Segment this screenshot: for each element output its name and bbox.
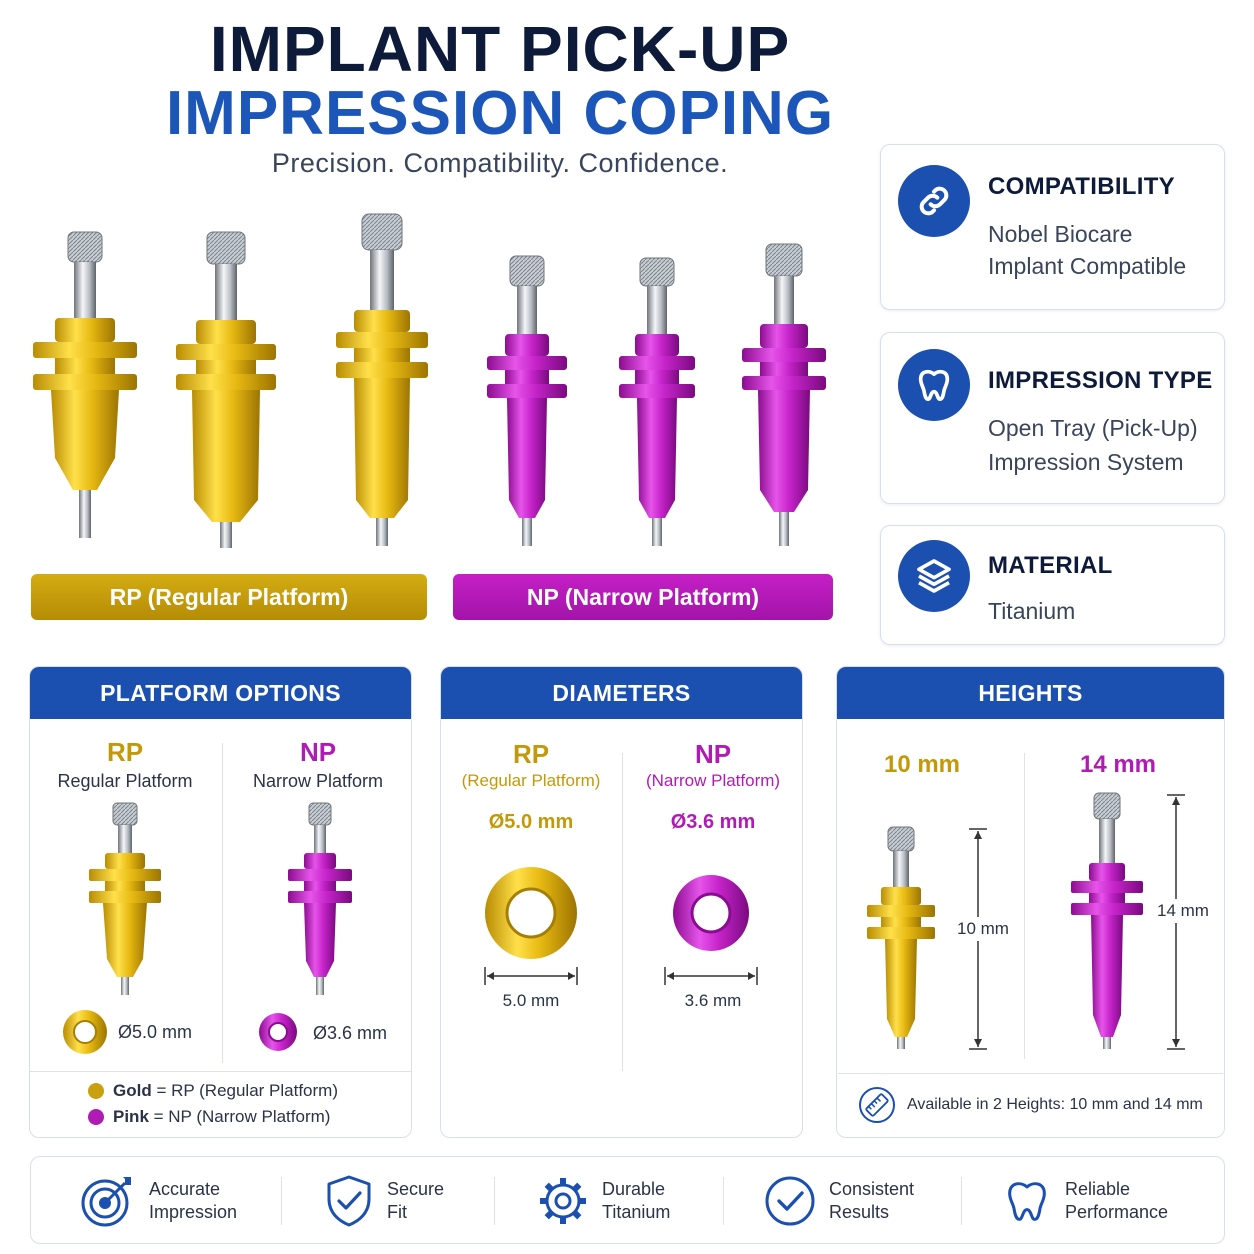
legend-gold: Gold = RP (Regular Platform) bbox=[88, 1081, 338, 1101]
feature-line: Impression bbox=[149, 1202, 238, 1222]
heights-note-text: Available in 2 Heights: 10 mm and 14 mm bbox=[907, 1096, 1203, 1113]
legend-gold-word: Gold bbox=[113, 1081, 152, 1100]
feature-line: Consistent bbox=[829, 1179, 915, 1199]
tall-height-measure: 14 mm bbox=[1157, 899, 1209, 923]
np-name: (Narrow Platform) bbox=[645, 771, 781, 790]
spec-line: Impression System bbox=[988, 449, 1184, 475]
spec-title: COMPATIBILITY bbox=[988, 173, 1175, 200]
feature-reliable-performance: Reliable Performance bbox=[1001, 1157, 1168, 1245]
rp-name: (Regular Platform) bbox=[461, 771, 601, 790]
pink-dot bbox=[88, 1109, 104, 1125]
np-platform-label: NP (Narrow Platform) bbox=[453, 574, 833, 620]
legend-gold-eq: = RP bbox=[151, 1081, 200, 1100]
feature-line: Durable bbox=[602, 1179, 666, 1199]
feature-text: Accurate Impression bbox=[149, 1178, 237, 1224]
np-ring-image bbox=[673, 875, 749, 951]
rp-coping-image bbox=[89, 802, 161, 995]
feature-text: Consistent Results bbox=[829, 1178, 914, 1224]
short-height-label: 10 mm bbox=[883, 751, 961, 778]
spec-card-impression-type: IMPRESSION TYPE Open Tray (Pick-Up) Impr… bbox=[880, 332, 1225, 504]
rp-measure: 5.0 mm bbox=[502, 991, 560, 1010]
spec-title: IMPRESSION TYPE bbox=[988, 367, 1213, 394]
title-line-1: IMPLANT PICK-UP bbox=[209, 13, 791, 85]
gear-icon bbox=[540, 1178, 586, 1224]
legend-gold-desc: (Regular Platform) bbox=[199, 1081, 338, 1100]
np-value: Ø3.6 mm bbox=[670, 811, 756, 833]
feature-line: Reliable bbox=[1065, 1179, 1131, 1199]
spec-line: Open Tray (Pick-Up) bbox=[988, 415, 1198, 441]
check-circle-icon bbox=[765, 1176, 815, 1226]
np-coping-3 bbox=[742, 243, 826, 546]
tooth-icon bbox=[1008, 1182, 1046, 1221]
rp-code: RP bbox=[512, 739, 550, 769]
product-copings-image bbox=[33, 213, 826, 548]
legend-pink: Pink = NP (Narrow Platform) bbox=[88, 1107, 330, 1127]
np-diameter: Ø3.6 mm bbox=[313, 1023, 388, 1043]
spec-card-compatibility: COMPATIBILITY Nobel Biocare Implant Comp… bbox=[880, 144, 1225, 310]
feature-secure-fit: Secure Fit bbox=[323, 1157, 444, 1245]
rp-ring-image bbox=[485, 867, 577, 959]
short-height-measure: 10 mm bbox=[957, 917, 1009, 941]
np-name: Narrow Platform bbox=[252, 771, 384, 791]
tagline: Precision. Compatibility. Confidence. bbox=[271, 148, 729, 178]
feature-text: Durable Titanium bbox=[602, 1178, 670, 1224]
spec-card-material: MATERIAL Titanium bbox=[880, 525, 1225, 645]
panel-heading: DIAMETERS bbox=[441, 667, 802, 719]
target-icon bbox=[81, 1177, 131, 1227]
spec-line: Implant Compatible bbox=[988, 253, 1187, 279]
feature-line: Fit bbox=[387, 1202, 407, 1222]
spec-line: Titanium bbox=[988, 598, 1076, 624]
rp-measure-arrow bbox=[484, 967, 578, 985]
np-measure-arrow bbox=[664, 967, 758, 985]
tooth-icon bbox=[898, 349, 970, 421]
feature-bar: Accurate Impression Secure Fit Durable bbox=[30, 1156, 1225, 1244]
panel-heading: HEIGHTS bbox=[837, 667, 1224, 719]
heights-panel: HEIGHTS 10 mm 10 mm 14 mm 14 mm bbox=[836, 666, 1225, 1138]
rp-name: Regular Platform bbox=[57, 771, 193, 791]
np-measure: 3.6 mm bbox=[684, 991, 742, 1010]
rp-platform-label: RP (Regular Platform) bbox=[31, 574, 427, 620]
feature-text: Secure Fit bbox=[387, 1178, 444, 1224]
platform-options-panel: PLATFORM OPTIONS RP Regular Platform Ø5.… bbox=[29, 666, 412, 1138]
feature-text: Reliable Performance bbox=[1065, 1178, 1168, 1224]
spec-line: Nobel Biocare bbox=[988, 221, 1133, 247]
legend-pink-eq: = NP bbox=[148, 1107, 197, 1126]
np-code: NP bbox=[299, 737, 337, 767]
feature-durable-titanium: Durable Titanium bbox=[536, 1157, 670, 1245]
feature-consistent-results: Consistent Results bbox=[763, 1157, 914, 1245]
feature-line: Secure bbox=[387, 1179, 445, 1199]
rp-coping-2 bbox=[176, 231, 276, 548]
link-icon bbox=[898, 165, 970, 237]
title-line-2: IMPRESSION COPING bbox=[165, 79, 835, 148]
diameters-panel: DIAMETERS RP (Regular Platform) Ø5.0 mm … bbox=[440, 666, 803, 1138]
rp-coping-3 bbox=[336, 213, 428, 546]
feature-line: Results bbox=[829, 1202, 890, 1222]
tall-coping-image bbox=[1071, 792, 1143, 1049]
layers-icon bbox=[898, 540, 970, 612]
np-code: NP bbox=[694, 739, 732, 769]
legend-pink-word: Pink bbox=[113, 1107, 149, 1126]
np-coping-image bbox=[288, 802, 352, 995]
spec-title: MATERIAL bbox=[988, 552, 1113, 579]
short-coping-image bbox=[867, 826, 935, 1049]
rp-coping-1 bbox=[33, 231, 137, 538]
feature-line: Accurate bbox=[149, 1179, 221, 1199]
rp-code: RP bbox=[106, 737, 144, 767]
np-coping-1 bbox=[487, 255, 567, 546]
shield-check-icon bbox=[327, 1175, 371, 1227]
feature-accurate-impression: Accurate Impression bbox=[77, 1157, 237, 1245]
panel-heading: PLATFORM OPTIONS bbox=[30, 667, 411, 719]
tall-height-label: 14 mm bbox=[1079, 751, 1157, 778]
rp-diameter: Ø5.0 mm bbox=[118, 1022, 193, 1042]
legend-pink-desc: (Narrow Platform) bbox=[196, 1107, 331, 1126]
rp-value: Ø5.0 mm bbox=[488, 811, 574, 833]
rp-ring-icon bbox=[63, 1010, 107, 1054]
ruler-icon bbox=[859, 1087, 895, 1123]
heights-note: Available in 2 Heights: 10 mm and 14 mm bbox=[838, 1073, 1223, 1137]
feature-line: Titanium bbox=[602, 1202, 671, 1222]
np-ring-icon bbox=[259, 1013, 297, 1051]
gold-dot bbox=[88, 1083, 104, 1099]
feature-line: Performance bbox=[1065, 1202, 1169, 1222]
np-coping-2 bbox=[619, 257, 695, 546]
